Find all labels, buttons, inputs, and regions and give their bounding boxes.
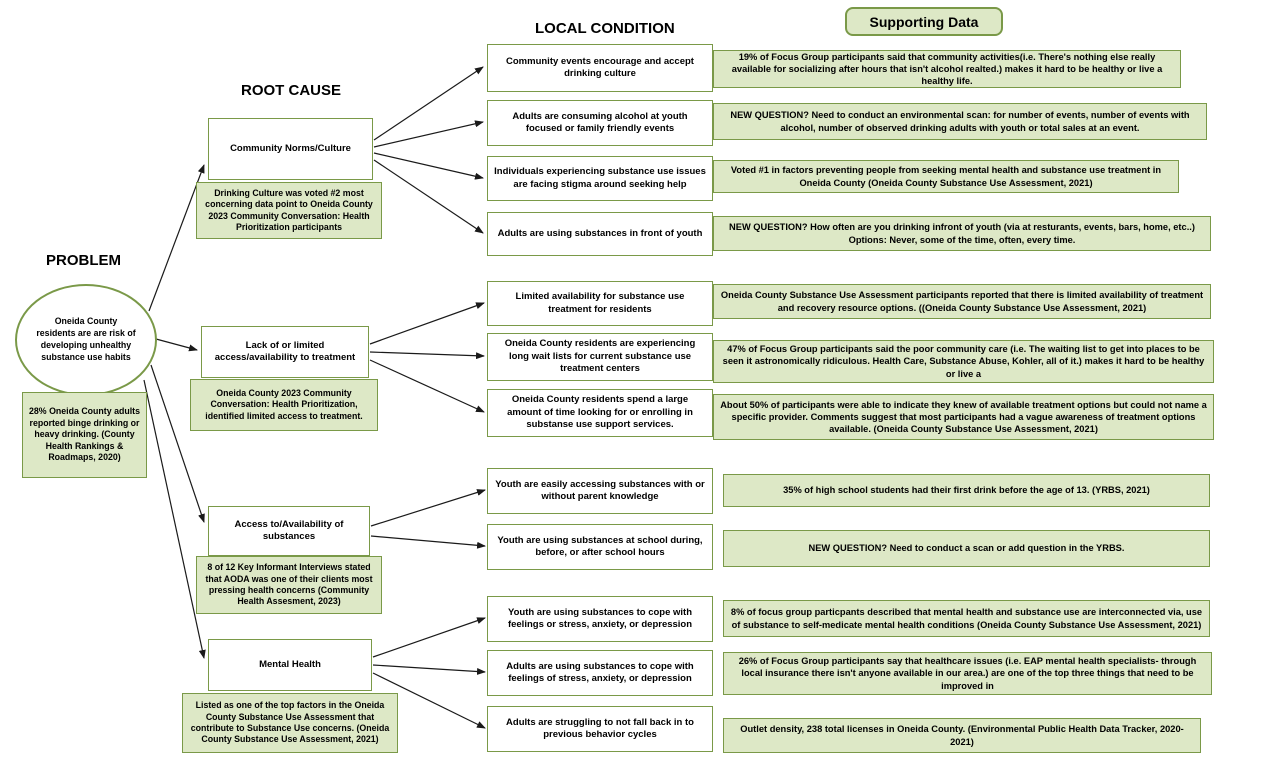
problem-stat-note: 28% Oneida County adults reported binge …	[22, 392, 147, 478]
column-header-root-cause: ROOT CAUSE	[241, 82, 342, 99]
supporting-data-box: Oneida County Substance Use Assessment p…	[713, 284, 1211, 319]
arrow-rc3-to-lc8	[370, 489, 486, 527]
supporting-data-box: 35% of high school students had their fi…	[723, 474, 1210, 507]
root-cause-box-mental-health: Mental Health	[208, 639, 372, 691]
supporting-data-box: About 50% of participants were able to i…	[713, 394, 1214, 440]
local-condition-box: Adults are using substances in front of …	[487, 212, 713, 256]
local-condition-box: Youth are using substances at school dur…	[487, 524, 713, 570]
column-header-problem: PROBLEM	[46, 252, 121, 269]
local-condition-box: Oneida County residents are experiencing…	[487, 333, 713, 381]
local-condition-box: Limited availability for substance use t…	[487, 281, 713, 326]
arrow-rc4-to-lc11	[372, 664, 486, 675]
arrow-rc2-to-lc5	[369, 302, 485, 345]
supporting-data-box: 47% of Focus Group participants said the…	[713, 340, 1214, 383]
root-cause-box-community-norms: Community Norms/Culture	[208, 118, 373, 180]
problem-ellipse: Oneida County residents are are risk of …	[15, 284, 157, 396]
supporting-data-box: Outlet density, 238 total licenses in On…	[723, 718, 1201, 753]
local-condition-box: Community events encourage and accept dr…	[487, 44, 713, 92]
arrow-rc3-to-lc9	[370, 535, 486, 549]
root-cause-note-availability-of-substances: 8 of 12 Key Informant Interviews stated …	[196, 556, 382, 614]
local-condition-box: Adults are struggling to not fall back i…	[487, 706, 713, 752]
arrow-rc2-to-lc6	[369, 351, 485, 360]
root-cause-box-access-to-treatment: Lack of or limited access/availability t…	[201, 326, 369, 378]
root-cause-note-community-norms: Drinking Culture was voted #2 most conce…	[196, 182, 382, 239]
arrow-rc1-to-lc1	[373, 66, 484, 141]
supporting-data-box: 26% of Focus Group participants say that…	[723, 652, 1212, 695]
root-cause-note-mental-health: Listed as one of the top factors in the …	[182, 693, 398, 753]
supporting-data-box: NEW QUESTION? Need to conduct a scan or …	[723, 530, 1210, 567]
column-header-local-condition: LOCAL CONDITION	[535, 20, 675, 37]
supporting-data-box: NEW QUESTION? How often are you drinking…	[713, 216, 1211, 251]
arrow-rc1-to-lc2	[373, 120, 484, 148]
local-condition-box: Youth are easily accessing substances wi…	[487, 468, 713, 514]
supporting-data-box: Voted #1 in factors preventing people fr…	[713, 160, 1179, 193]
supporting-data-box: 8% of focus group particpants described …	[723, 600, 1210, 637]
supporting-data-box: NEW QUESTION? Need to conduct an environ…	[713, 103, 1207, 140]
root-cause-note-access-to-treatment: Oneida County 2023 Community Conversatio…	[190, 379, 378, 431]
root-cause-box-availability-of-substances: Access to/Availability of substances	[208, 506, 370, 556]
arrow-problem-to-rc2	[155, 338, 198, 352]
local-condition-box: Adults are consuming alcohol at youth fo…	[487, 100, 713, 146]
local-condition-box: Oneida County residents spend a large am…	[487, 389, 713, 437]
arrow-rc1-to-lc3	[373, 152, 484, 180]
supporting-data-header: Supporting Data	[845, 7, 1003, 36]
local-condition-box: Youth are using substances to cope with …	[487, 596, 713, 642]
arrow-rc2-to-lc7	[369, 359, 485, 413]
local-condition-box: Adults are using substances to cope with…	[487, 650, 713, 696]
supporting-data-box: 19% of Focus Group participants said tha…	[713, 50, 1181, 88]
arrow-rc1-to-lc4	[373, 159, 484, 234]
arrow-rc4-to-lc10	[372, 617, 486, 658]
local-condition-box: Individuals experiencing substance use i…	[487, 156, 713, 201]
